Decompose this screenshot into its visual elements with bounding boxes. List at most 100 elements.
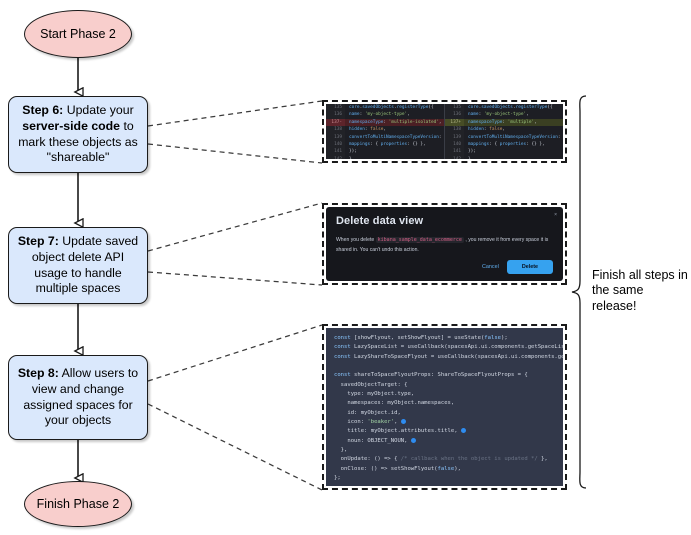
code-line: noun: OBJECT_NOUN, <box>334 437 563 446</box>
code-line <box>334 362 563 371</box>
code-line: id: myObject.id, <box>334 409 401 416</box>
share-to-space-flyout-code-screenshot[interactable]: const [showFlyout, setShowFlyout] = useS… <box>322 324 567 490</box>
line-code: namespaceType: 'multiple-isolated', <box>349 119 442 125</box>
step-8-prefix: Step 8: <box>17 365 59 380</box>
delete-button[interactable]: Delete <box>506 260 553 274</box>
line-code: name: 'my-object-type', <box>349 112 410 118</box>
info-icon <box>400 419 406 425</box>
line-number: 142 <box>326 155 345 159</box>
step-7-text: Update saved object delete API usage to … <box>31 233 139 296</box>
diff-line: 137- namespaceType: 'multiple-isolated', <box>326 118 444 127</box>
line-number: 138 <box>445 126 464 134</box>
brace-note: Finish all steps in the same release! <box>592 268 688 313</box>
delete-data-view-dialog-screenshot[interactable]: × Delete data view When you delete kiban… <box>322 203 567 285</box>
finish-terminator: Finish Phase 2 <box>24 481 132 527</box>
line-number: 136 <box>445 111 464 119</box>
line-code: hidden: false, <box>349 127 387 133</box>
code-line: const shareToSpaceFlyoutProps: ShareToSp… <box>334 372 528 379</box>
line-code: mappings: { properties: {} }, <box>349 141 426 147</box>
diff-line: 140 mappings: { properties: {} }, <box>445 140 563 149</box>
line-number: 140 <box>326 140 345 149</box>
diff-line: 137+ namespaceType: 'multiple', <box>445 118 563 127</box>
line-code: }); <box>349 149 357 155</box>
step-7-label: Step 7: Update saved object delete API u… <box>15 234 141 298</box>
saved-object-id-code: kibana_sample_data_ecommerce <box>375 237 464 243</box>
code-line: }; <box>334 475 341 482</box>
step-7-box[interactable]: Step 7: Update saved object delete API u… <box>8 227 148 304</box>
code-line: onUpdate: () => { /* callback when the o… <box>334 456 548 463</box>
finish-label: Finish Phase 2 <box>36 496 120 511</box>
code-line: const [showFlyout, setShowFlyout] = useS… <box>334 335 508 341</box>
line-number: 142 <box>445 155 464 159</box>
line-code: convertToMultiNamespaceTypeVersion: ' <box>349 134 444 140</box>
info-icon <box>410 437 416 443</box>
diff-line: 135 core.savedObjects.registerType({ <box>445 104 563 112</box>
diff-line: 142} <box>326 155 444 159</box>
modal-footer: Cancel Delete <box>482 260 553 274</box>
close-icon[interactable]: × <box>554 212 557 218</box>
line-number: 139 <box>445 133 464 141</box>
step-6-tail: to mark these objects as "shareable" <box>18 118 138 165</box>
modal-body: When you delete kibana_sample_data_ecomm… <box>336 236 553 255</box>
step-8-text: Allow users to view and change assigned … <box>23 365 139 428</box>
start-terminator: Start Phase 2 <box>24 10 132 58</box>
code-line: onClose: () => setShowFlyout(false), <box>334 465 461 472</box>
diff-pane-right: 135 core.savedObjects.registerType({ 136 na… <box>445 104 563 159</box>
cancel-button[interactable]: Cancel <box>482 264 499 270</box>
start-label: Start Phase 2 <box>40 26 116 41</box>
code-block: const [showFlyout, setShowFlyout] = useS… <box>326 328 563 486</box>
line-code: name: 'my-object-type', <box>468 112 529 118</box>
modal-title: Delete data view <box>336 215 424 227</box>
diff-line: 142} <box>445 155 563 159</box>
step-6-label: Step 6: Update your server-side code to … <box>15 103 141 167</box>
diff-line: 138 hidden: false, <box>326 126 444 134</box>
line-code: } <box>464 156 471 159</box>
line-number: 141 <box>445 148 464 156</box>
step-6-box[interactable]: Step 6: Update your server-side code to … <box>8 96 148 173</box>
code-line: title: myObject.attributes.title, <box>334 427 563 436</box>
code-line: const LazySpaceList = useCallback(spaces… <box>334 344 563 351</box>
diff-line: 141}); <box>326 148 444 156</box>
step-8-label: Step 8: Allow users to view and change a… <box>15 366 141 430</box>
line-number: 136 <box>326 111 345 119</box>
diff-line: 140 mappings: { properties: {} }, <box>326 140 444 149</box>
code-line: savedObjectTarget: { <box>334 381 408 388</box>
line-code: core.savedObjects.registerType({ <box>468 105 553 110</box>
step-6-bold: server-side code <box>22 118 121 133</box>
line-number: 141 <box>326 148 345 156</box>
line-code: mappings: { properties: {} }, <box>468 141 545 147</box>
step-7-prefix: Step 7: <box>17 233 59 248</box>
line-code: }); <box>468 149 476 155</box>
line-number: 140 <box>445 140 464 149</box>
line-code: hidden: false, <box>468 127 506 133</box>
modal-body-after: , you remove it from every space it is s… <box>336 237 549 253</box>
line-code: } <box>345 156 352 159</box>
line-number: 137- <box>326 118 345 127</box>
code-line: namespaces: myObject.namespaces, <box>334 400 455 407</box>
line-code: namespaceType: 'multiple', <box>468 119 537 125</box>
diff-line: 138 hidden: false, <box>445 126 563 134</box>
line-number: 135 <box>445 104 464 112</box>
code-line: }, <box>334 447 348 454</box>
modal-body-before: When you delete <box>336 237 376 243</box>
code-line: const LazyShareToSpaceFlyout = useCallba… <box>334 353 563 360</box>
diff-line: 141}); <box>445 148 563 156</box>
step-8-box[interactable]: Step 8: Allow users to view and change a… <box>8 355 148 440</box>
diff-line: 136 name: 'my-object-type', <box>445 111 563 119</box>
info-icon <box>460 428 466 434</box>
diff-line: 136 name: 'my-object-type', <box>326 111 444 119</box>
line-code: convertToMultiNamespaceTypeVersion: ' <box>468 134 563 140</box>
line-number: 135 <box>326 104 345 112</box>
line-number: 137+ <box>445 118 464 127</box>
line-number: 138 <box>326 126 345 134</box>
code-line: icon: 'beaker', <box>334 418 563 427</box>
delete-data-view-modal: × Delete data view When you delete kiban… <box>326 207 563 281</box>
diff-line: 139 convertToMultiNamespaceTypeVersion: ' <box>445 133 563 141</box>
step-6-text: Update your <box>63 102 134 117</box>
